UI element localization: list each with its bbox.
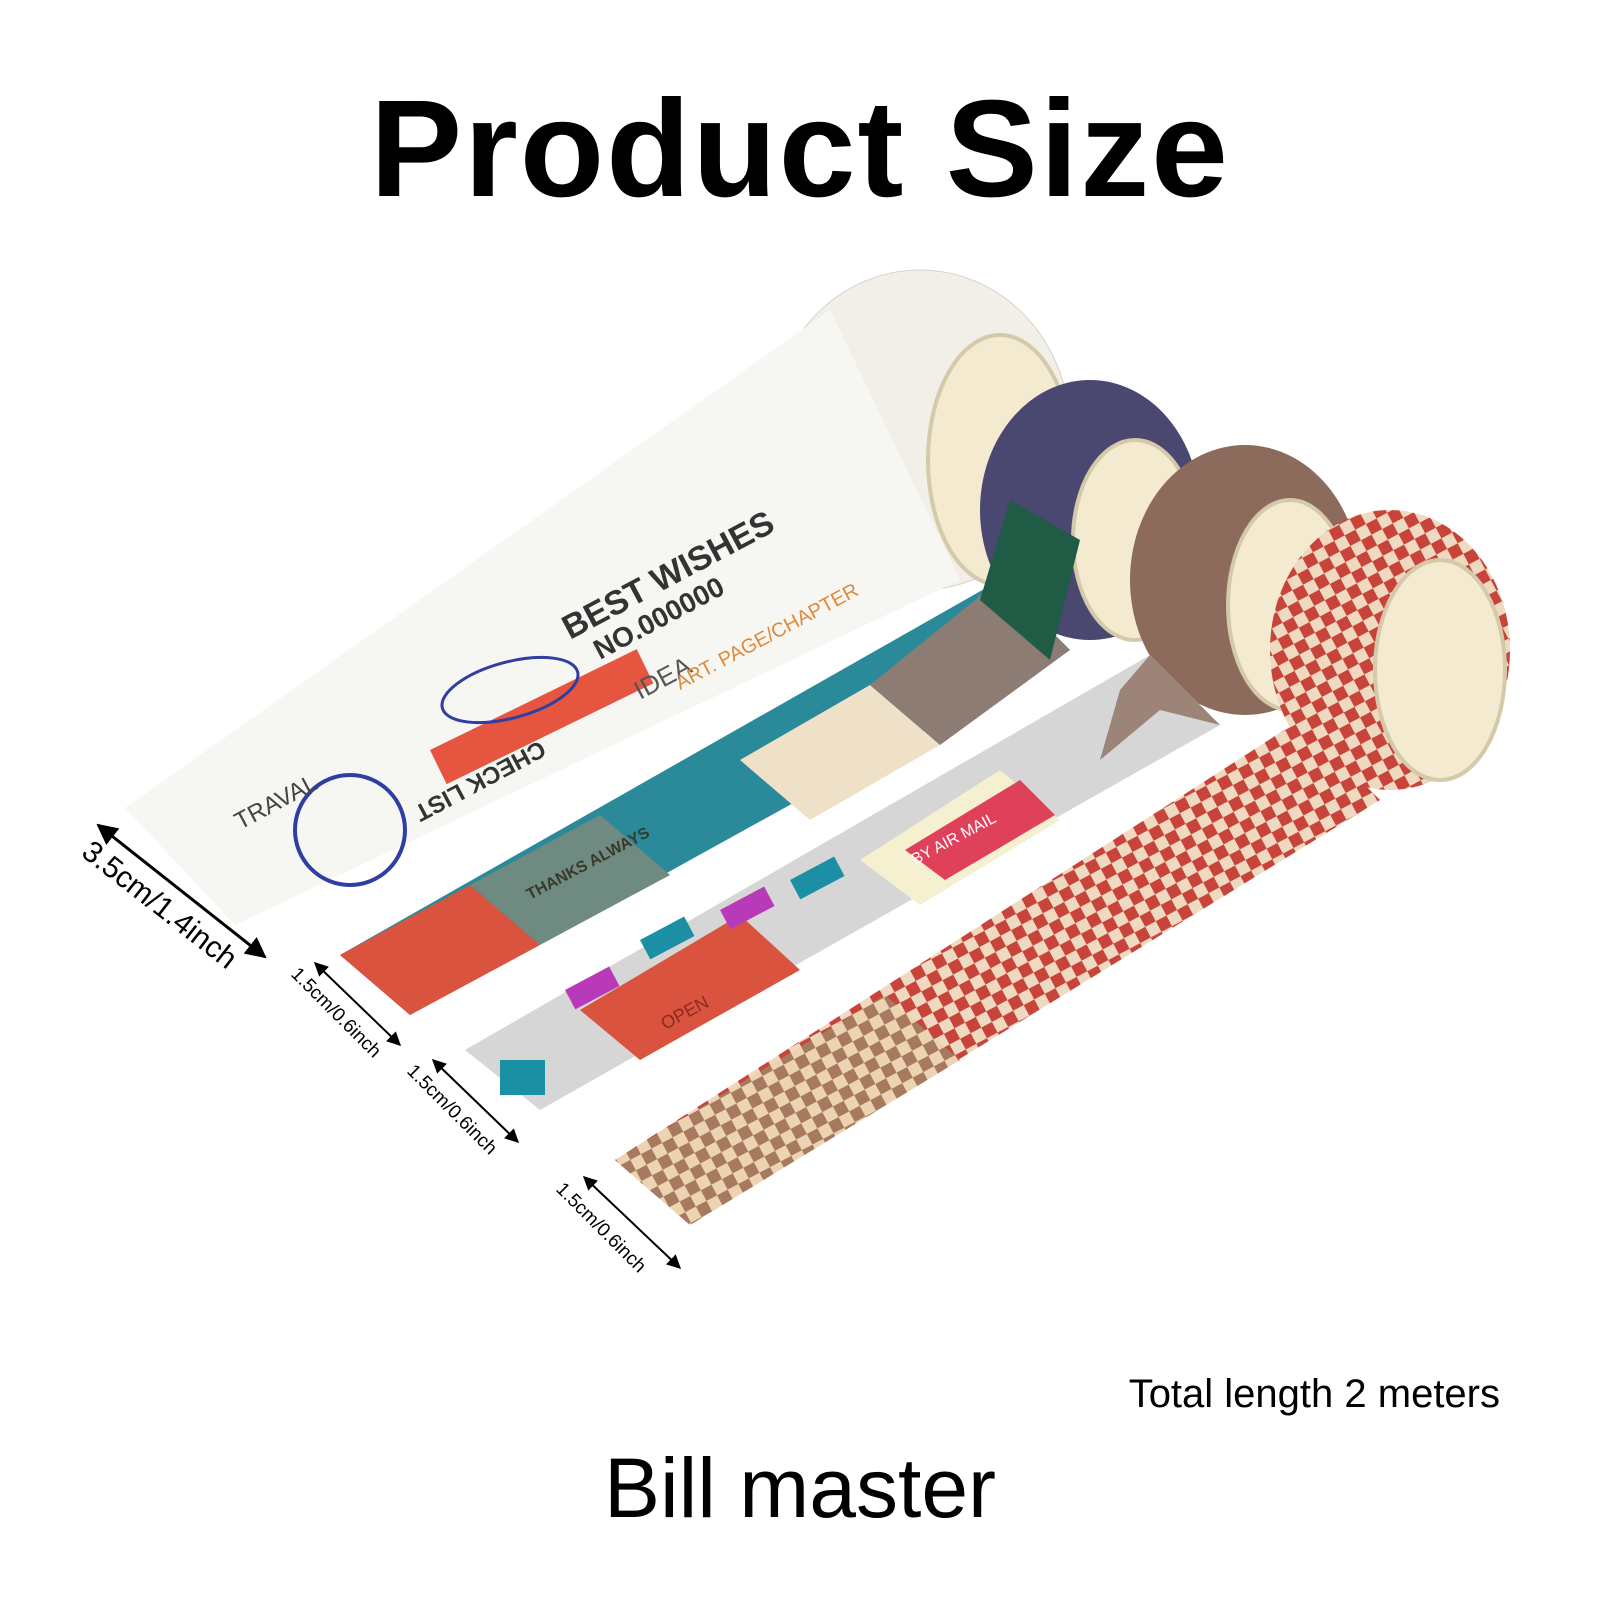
brand-name: Bill master [603, 1441, 997, 1535]
tape-roll-4 [615, 510, 1510, 1225]
tape-roll-2: THANKS ALWAYS [340, 380, 1200, 1015]
red-band [429, 649, 654, 785]
page-title: Product Size [370, 72, 1230, 226]
wide-tape-strip [125, 310, 960, 925]
total-length-label: Total length 2 meters [1128, 1372, 1500, 1416]
stamp-emblem [293, 773, 407, 887]
